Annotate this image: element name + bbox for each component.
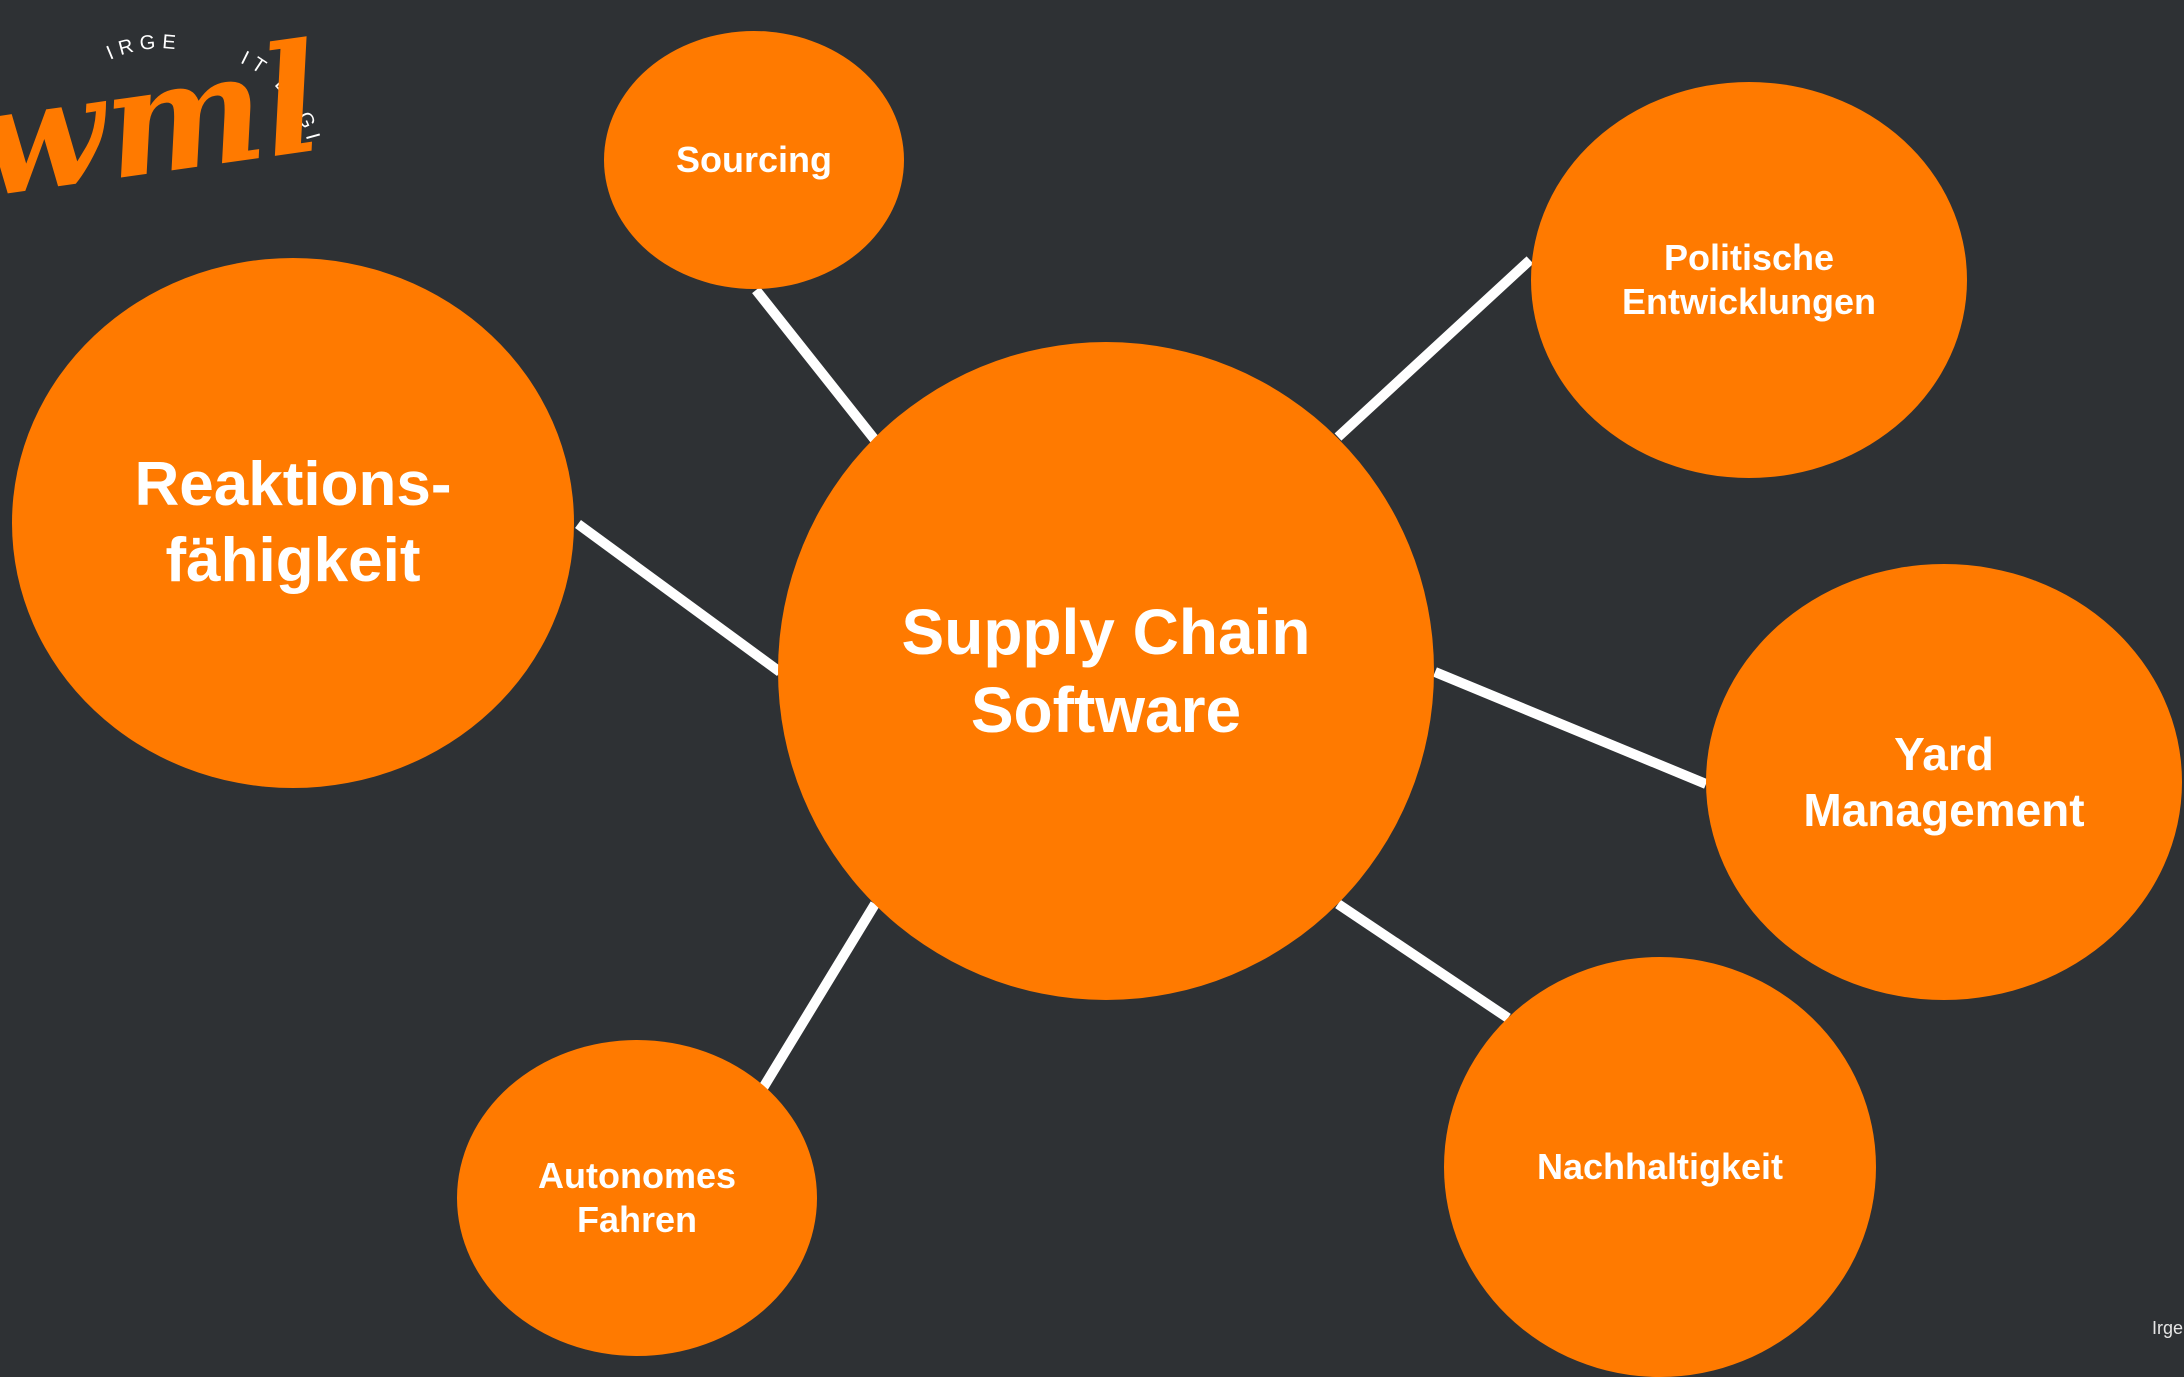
wml-logo: IRGE IT LOGISTIK wml <box>0 0 320 215</box>
node-label-politische: Politische Entwicklungen <box>1621 237 1877 322</box>
connector-yard <box>1433 667 1708 789</box>
node-label-reaktion: Reaktions- fähigkeit <box>134 450 452 595</box>
node-reaktionsfaehigkeit: Reaktions- fähigkeit <box>12 258 574 788</box>
node-autonomes-fahren: Autonomes Fahren <box>457 1040 817 1356</box>
node-label-yard: Yard Management <box>1803 727 2085 836</box>
logo-wordmark: wml <box>0 10 320 215</box>
connector-politische <box>1334 256 1534 441</box>
node-label-sourcing: Sourcing <box>675 139 832 181</box>
node-label-autonomes: Autonomes Fahren <box>538 1155 736 1240</box>
node-nachhaltigkeit: Nachhaltigkeit <box>1444 957 1876 1377</box>
node-yard-management: Yard Management <box>1706 564 2182 1000</box>
connector-reaktion <box>575 519 783 677</box>
footer-text: Irge <box>2152 1318 2184 1338</box>
node-politische-entwicklungen: Politische Entwicklungen <box>1531 82 1967 478</box>
node-label-center: Supply Chain Software <box>901 595 1311 746</box>
connector-sourcing <box>752 286 879 444</box>
connector-autonomes <box>758 901 880 1091</box>
node-label-nachhaltigkeit: Nachhaltigkeit <box>1536 1146 1784 1188</box>
node-supply-chain-software: Supply Chain Software <box>778 342 1434 1000</box>
node-sourcing: Sourcing <box>604 31 904 289</box>
connector-nachhaltigkeit <box>1335 899 1511 1023</box>
